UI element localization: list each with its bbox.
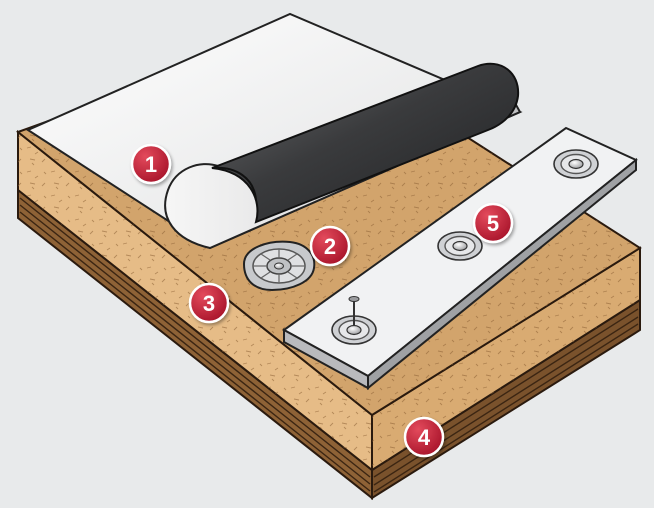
callout-number-1: 1	[145, 152, 157, 177]
seam-plate-strip	[282, 126, 638, 391]
callout-3: 3	[188, 282, 230, 324]
membrane-roll	[211, 62, 520, 224]
callout-number-2: 2	[324, 234, 336, 259]
callout-5: 5	[472, 202, 514, 244]
callout-1: 1	[130, 143, 172, 185]
callout-2: 2	[309, 225, 351, 267]
deck-plank-lines	[19, 197, 639, 493]
callout-number-3: 3	[203, 291, 215, 316]
callout-number-5: 5	[487, 211, 499, 236]
callout-4: 4	[403, 416, 445, 458]
fastening-plate	[242, 240, 316, 292]
fastener-screw	[348, 296, 360, 326]
seam-plate	[553, 149, 599, 179]
callout-number-4: 4	[418, 425, 431, 450]
seam-plate	[437, 231, 483, 261]
seam-plate	[331, 315, 377, 345]
